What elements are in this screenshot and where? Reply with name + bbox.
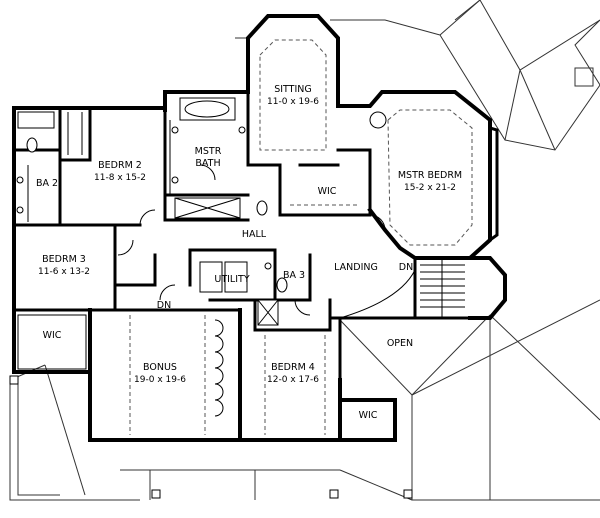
sink [16, 206, 24, 214]
toilet [276, 277, 288, 293]
room-label-landing: LANDING [334, 262, 378, 273]
hall-down-label: DN [157, 300, 171, 311]
room-label-wic-left: WIC [43, 330, 62, 341]
sink [264, 262, 272, 270]
roof-lines [9, 0, 600, 501]
fixtures [16, 39, 473, 435]
stair-down-label: DN [399, 262, 413, 273]
room-label-mstr-bath: MSTR [195, 146, 222, 157]
stairs [420, 258, 465, 318]
room-label-wic-bed4: WIC [359, 410, 378, 421]
room-label-ba2: BA 2 [36, 178, 58, 189]
room-dims-bonus: 19-0 x 19-6 [134, 375, 186, 385]
exterior-walls [12, 14, 507, 442]
dryer [224, 261, 248, 293]
room-dims-mstr-bedrm: 15-2 x 21-2 [404, 183, 456, 193]
room-label-mstr-bath-2: BATH [195, 158, 220, 169]
interior-walls [12, 90, 417, 332]
room-label-bedrm3: BEDRM 3 [42, 254, 86, 265]
sink [238, 126, 246, 134]
room-label-sitting: SITTING [274, 84, 312, 95]
room-label-utility: UTILITY [214, 274, 249, 285]
toilet [26, 137, 38, 153]
room-dims-bedrm2: 11-8 x 15-2 [94, 173, 146, 183]
room-label-ba3: BA 3 [283, 270, 305, 281]
washer [199, 261, 223, 293]
room-label-hall: HALL [242, 229, 267, 240]
bathtub [17, 111, 55, 129]
sink [171, 126, 179, 134]
sink [16, 176, 24, 184]
room-label-bedrm4: BEDRM 4 [271, 362, 315, 373]
room-label-mstr-bedrm: MSTR BEDRM [398, 170, 462, 181]
room-label-bonus: BONUS [143, 362, 177, 373]
room-label-wic-master: WIC [318, 186, 337, 197]
room-label-bedrm2: BEDRM 2 [98, 160, 142, 171]
room-labels: SITTING 11-0 x 19-6 MSTR BATH BEDRM 2 11… [36, 84, 462, 421]
room-dims-bedrm3: 11-6 x 13-2 [38, 267, 90, 277]
room-dims-sitting: 11-0 x 19-6 [267, 97, 319, 107]
room-dims-bedrm4: 12-0 x 17-6 [267, 375, 319, 385]
room-label-open: OPEN [387, 338, 413, 349]
toilet [256, 200, 268, 216]
